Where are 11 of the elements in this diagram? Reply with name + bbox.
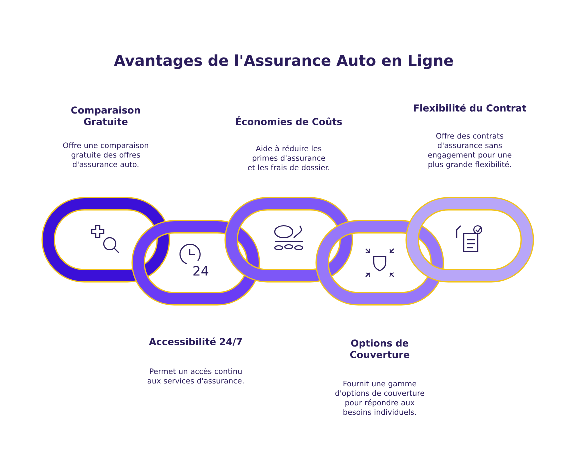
chain-link xyxy=(316,220,444,306)
heading: Accessibilité 24/7 xyxy=(149,338,242,346)
chain-link xyxy=(224,197,354,283)
chain-link xyxy=(132,220,260,306)
diagram-title: Avantages de l'Assurance Auto en Ligne xyxy=(114,54,454,70)
heading: Économies de Coûts xyxy=(236,116,342,126)
heading: Comparaison Gratuite xyxy=(72,106,140,126)
heading: Flexibilité du Contrat xyxy=(414,104,527,112)
heading: Options de Couverture xyxy=(350,340,410,358)
chain-link xyxy=(42,197,170,283)
chain-link xyxy=(406,197,534,283)
